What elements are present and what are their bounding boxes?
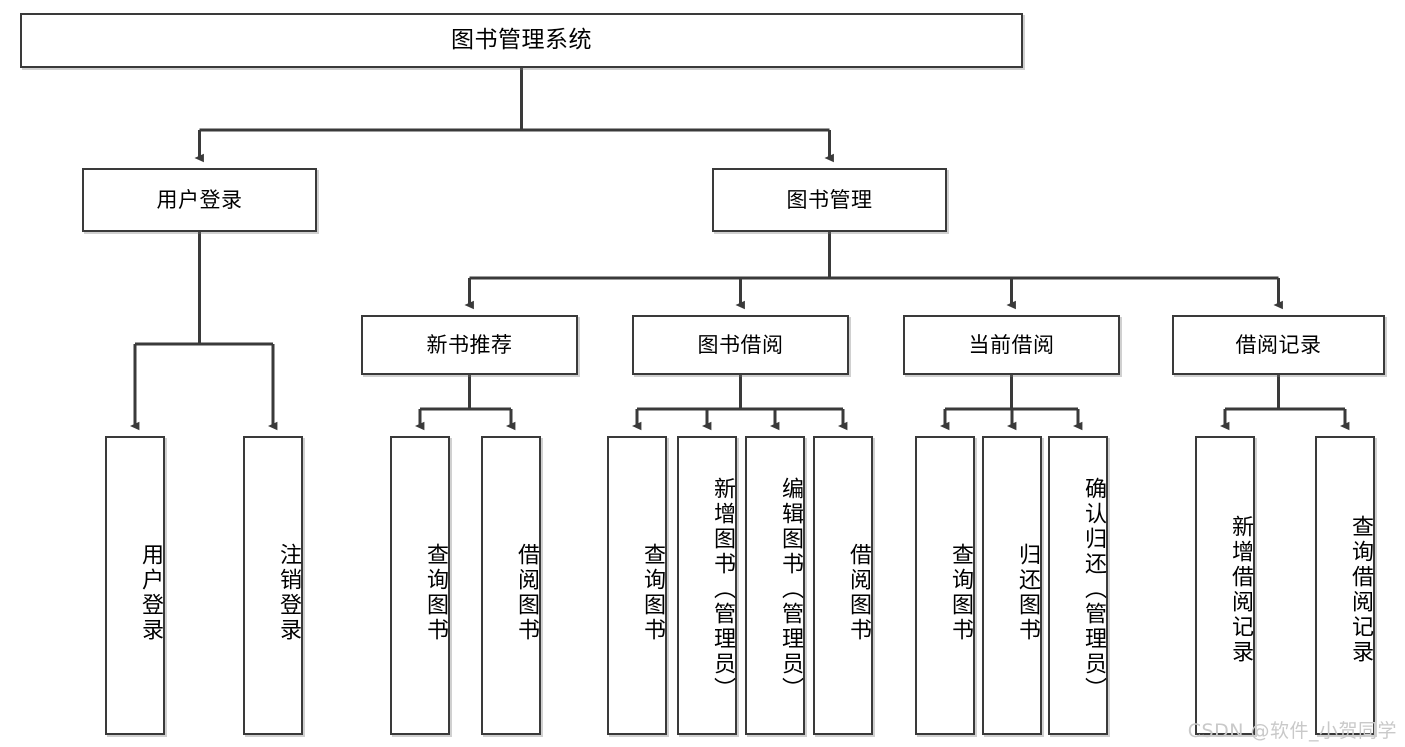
node-user-login[interactable]: 用户登录	[82, 168, 317, 232]
node-leaf-query-book-2[interactable]: 查询图书	[607, 436, 667, 735]
node-new-book-rec[interactable]: 新书推荐	[361, 315, 578, 375]
watermark-label: CSDN @软件_小贺同学	[1187, 720, 1397, 742]
node-label: 借阅记录	[1235, 332, 1322, 357]
node-leaf-confirm-return[interactable]: 确认归还（管理员）	[1048, 436, 1108, 735]
node-label: 归还图书	[1015, 542, 1040, 643]
node-label: 图书管理系统	[451, 27, 592, 54]
node-leaf-logout[interactable]: 注销登录	[243, 436, 303, 735]
node-label: 编辑图书（管理员）	[778, 477, 803, 702]
node-book-manage[interactable]: 图书管理	[712, 168, 947, 232]
node-label: 图书管理	[786, 187, 873, 212]
node-leaf-borrow-book-2[interactable]: 借阅图书	[813, 436, 873, 735]
node-label: 查询借阅记录	[1348, 514, 1373, 665]
node-leaf-query-record[interactable]: 查询借阅记录	[1315, 436, 1375, 735]
node-label: 新增图书（管理员）	[710, 477, 735, 702]
node-leaf-user-login[interactable]: 用户登录	[105, 436, 165, 735]
node-leaf-query-book-3[interactable]: 查询图书	[915, 436, 975, 735]
node-label: 用户登录	[138, 542, 163, 643]
node-current-borrow[interactable]: 当前借阅	[903, 315, 1120, 375]
node-label: 查询图书	[423, 542, 448, 643]
node-borrow-record[interactable]: 借阅记录	[1172, 315, 1385, 375]
node-label: 借阅图书	[514, 542, 539, 643]
node-leaf-query-book-1[interactable]: 查询图书	[390, 436, 450, 735]
node-label: 图书借阅	[697, 332, 784, 357]
node-root[interactable]: 图书管理系统	[20, 13, 1023, 68]
node-leaf-return-book[interactable]: 归还图书	[982, 436, 1042, 735]
node-label: 新书推荐	[426, 332, 513, 357]
node-leaf-borrow-book-1[interactable]: 借阅图书	[481, 436, 541, 735]
node-leaf-edit-book[interactable]: 编辑图书（管理员）	[745, 436, 805, 735]
node-label: 查询图书	[948, 542, 973, 643]
node-label: 查询图书	[640, 542, 665, 643]
node-label: 注销登录	[276, 542, 301, 643]
node-book-borrow[interactable]: 图书借阅	[632, 315, 849, 375]
node-leaf-add-book[interactable]: 新增图书（管理员）	[677, 436, 737, 735]
node-label: 当前借阅	[968, 332, 1055, 357]
node-label: 确认归还（管理员）	[1081, 477, 1106, 702]
node-label: 新增借阅记录	[1228, 514, 1253, 665]
node-label: 用户登录	[156, 187, 243, 212]
node-leaf-add-record[interactable]: 新增借阅记录	[1195, 436, 1255, 735]
node-label: 借阅图书	[846, 542, 871, 643]
